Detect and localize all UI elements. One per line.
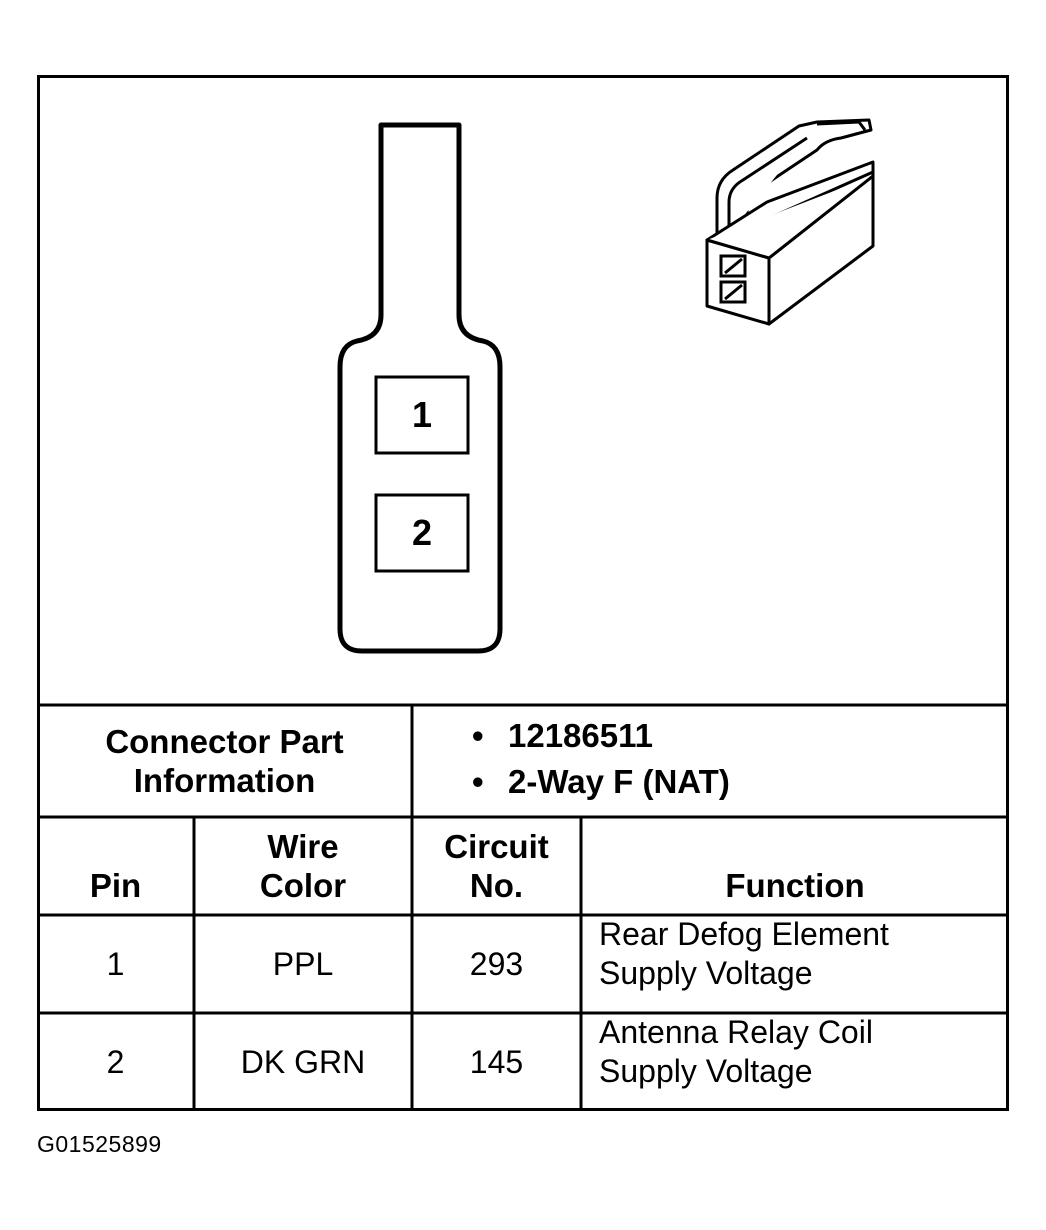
bullet-icon: • <box>472 763 484 800</box>
connector-isometric-icon <box>705 118 875 326</box>
row2-function-line1: Antenna Relay Coil <box>599 1014 873 1050</box>
row1-circuit: 293 <box>469 945 524 982</box>
row2-circuit: 145 <box>469 1043 524 1080</box>
header-circuit-line1: Circuit <box>444 828 549 865</box>
pin-cavity-label-1: 1 <box>411 394 433 435</box>
part-info-label-line1: Connector Part <box>105 723 344 760</box>
connector-part-info-label: Connector Part Information <box>37 705 412 817</box>
part-number-line: • 12186511 <box>472 713 1012 759</box>
header-wire-color-line2: Color <box>259 867 347 904</box>
pin-cavity-label-2: 2 <box>411 512 433 553</box>
connector-diagram: 1 2 Connector Part Information <box>37 75 1009 1111</box>
row1-function-line1: Rear Defog Element <box>599 916 889 952</box>
row1-pin: 1 <box>106 945 125 982</box>
header-pin: Pin <box>89 867 142 904</box>
part-description-line: • 2-Way F (NAT) <box>472 759 1012 805</box>
row1-function-line2: Supply Voltage <box>599 955 813 991</box>
part-info-values: • 12186511 • 2-Way F (NAT) <box>472 713 1012 805</box>
row2-wire-color: DK GRN <box>240 1043 366 1080</box>
header-circuit-no: Circuit No. <box>412 817 581 915</box>
table-grid <box>37 75 1009 1111</box>
bullet-icon: • <box>472 717 484 754</box>
row2-function: Antenna Relay Coil Supply Voltage <box>599 1013 1004 1111</box>
row1-function: Rear Defog Element Supply Voltage <box>599 915 1004 1013</box>
header-circuit-line2: No. <box>469 867 524 904</box>
pin-cavity-1 <box>374 375 470 455</box>
row1-wire-color: PPL <box>272 945 334 982</box>
header-function: Function <box>725 867 865 904</box>
header-wire-color-line1: Wire <box>267 828 339 865</box>
part-info-label-line2: Information <box>133 762 316 799</box>
connector-face-view <box>337 122 503 654</box>
header-wire-color: Wire Color <box>194 817 412 915</box>
part-description: 2-Way F (NAT) <box>508 763 730 800</box>
row2-function-line2: Supply Voltage <box>599 1053 813 1089</box>
row2-pin: 2 <box>106 1043 125 1080</box>
pin-cavity-2 <box>374 493 470 573</box>
figure-code: G01525899 <box>37 1131 162 1157</box>
part-number: 12186511 <box>508 717 654 754</box>
